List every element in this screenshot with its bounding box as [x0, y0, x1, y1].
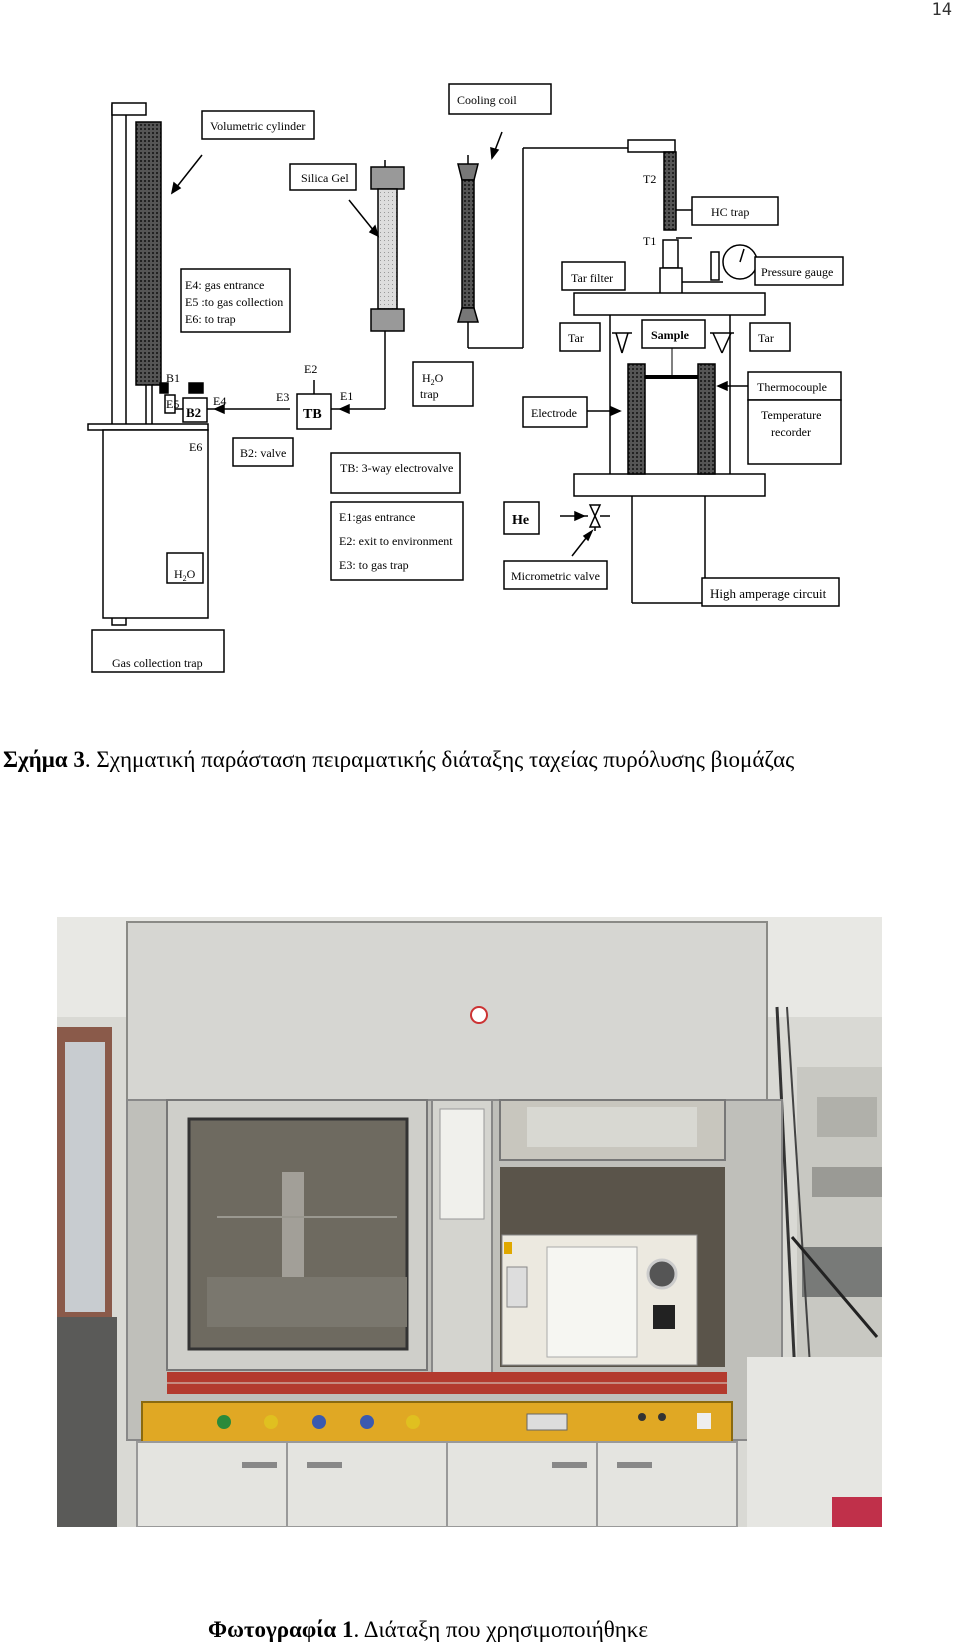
label-gas-collection-trap: Gas collection trap — [112, 656, 203, 670]
label-he: He — [512, 513, 529, 528]
electrovalve-tb — [296, 393, 332, 430]
label-box-pressure-gauge — [754, 256, 844, 286]
label-box-sample — [641, 319, 706, 349]
label-b1: B1 — [166, 371, 180, 385]
label-box-hc-trap — [691, 196, 779, 226]
label-box-cooling-coil — [448, 83, 552, 115]
label-box-silica-gel — [289, 163, 357, 191]
label-e3-legend: E3: to gas trap — [339, 558, 409, 572]
label-box-e1-legend — [330, 501, 464, 581]
lab-photo — [57, 917, 882, 1527]
label-silica-gel: Silica Gel — [301, 171, 349, 185]
silica-gel-column — [377, 188, 398, 310]
hood-sign — [470, 1006, 488, 1024]
label-b2-valve: B2: valve — [240, 446, 286, 460]
figure-caption-text: . Σχηματική παράσταση πειραματικής διάτα… — [84, 747, 795, 772]
label-e-legend-1: E4: gas entrance — [185, 278, 264, 292]
label-box-b2-valve — [232, 437, 294, 467]
label-micrometric-valve: Micrometric valve — [511, 569, 600, 583]
label-e-legend-3: E6: to trap — [185, 312, 236, 326]
reactor-column — [663, 151, 677, 231]
label-e3: E3 — [276, 390, 289, 404]
label-e1: E1 — [340, 389, 353, 403]
label-e4: E4 — [213, 394, 226, 408]
gas-collection-trap-box — [91, 629, 225, 673]
reactor-bottom-plate — [573, 473, 766, 497]
label-t1: T1 — [643, 234, 656, 248]
label-box-tar-filter — [561, 261, 626, 291]
photo-caption: Φωτογραφία 1. Διάταξη που χρησιμοποιήθηκ… — [208, 1617, 648, 1643]
fume-hood-top — [126, 921, 768, 1101]
apparatus-diagram: Volumetric cylinder Cooling coil Silica … — [87, 83, 844, 673]
figure-caption-label: Σχήμα 3 — [3, 747, 85, 772]
label-b2: B2 — [186, 405, 201, 420]
posted-paper — [439, 1108, 485, 1220]
label-tar-right: Tar — [758, 331, 774, 345]
label-hc-trap: HC trap — [711, 205, 749, 219]
label-e-legend-2: E5 :to gas collection — [185, 295, 283, 309]
label-tb: TB — [303, 407, 322, 422]
label-box-micrometric-valve — [503, 560, 608, 590]
label-h2o-trap: H2O — [422, 371, 444, 387]
photo-caption-label: Φωτογραφία 1 — [208, 1617, 354, 1642]
label-h2o-trap-2: trap — [420, 387, 439, 401]
page-number: 14 — [931, 0, 952, 20]
label-e2-legend: E2: exit to environment — [339, 534, 453, 548]
label-e1-legend: E1:gas entrance — [339, 510, 415, 524]
cooling-coil — [461, 179, 475, 309]
label-box-he — [503, 501, 540, 535]
valve-b2 — [182, 397, 208, 423]
label-box-thermocouple — [747, 371, 842, 401]
label-tar-left: Tar — [568, 331, 584, 345]
label-e2: E2 — [304, 362, 317, 376]
water-bottle — [102, 429, 209, 619]
label-box-tb-valve — [330, 452, 461, 494]
label-box-tar-right — [749, 322, 791, 352]
graduated-scale — [135, 121, 162, 386]
label-e6: E6 — [189, 440, 202, 454]
label-high-amperage: High amperage circuit — [710, 586, 827, 601]
label-t2: T2 — [643, 172, 656, 186]
label-pressure-gauge: Pressure gauge — [761, 265, 833, 279]
label-tb-valve: TB: 3-way electrovalve — [340, 461, 453, 475]
label-box-electrode — [522, 396, 588, 428]
label-temp-recorder-2: recorder — [771, 425, 811, 439]
label-tar-filter: Tar filter — [571, 271, 613, 285]
label-cooling-coil: Cooling coil — [457, 93, 517, 107]
figure-caption: Σχήμα 3. Σχηματική παράσταση πειραματική… — [3, 747, 794, 773]
micrometric-valve-symbol — [588, 504, 602, 528]
label-box-temp-recorder — [747, 399, 842, 465]
label-box-volumetric-cylinder — [201, 110, 315, 140]
label-e5: E5 — [166, 397, 179, 411]
label-thermocouple: Thermocouple — [757, 380, 827, 394]
label-sample: Sample — [651, 328, 690, 342]
label-temp-recorder-1: Temperature — [761, 408, 821, 422]
label-box-high-amperage — [701, 577, 840, 607]
label-box-tar-left — [559, 322, 601, 352]
label-box-h2o-trap — [412, 361, 474, 407]
label-volumetric-cylinder: Volumetric cylinder — [210, 119, 305, 133]
label-electrode: Electrode — [531, 406, 577, 420]
reactor-top-plate — [573, 292, 766, 316]
label-h2o-bottle: H2O — [174, 567, 196, 583]
label-box-e-legend — [180, 268, 291, 333]
photo-caption-text: . Διάταξη που χρησιμοποιήθηκε — [353, 1617, 649, 1642]
